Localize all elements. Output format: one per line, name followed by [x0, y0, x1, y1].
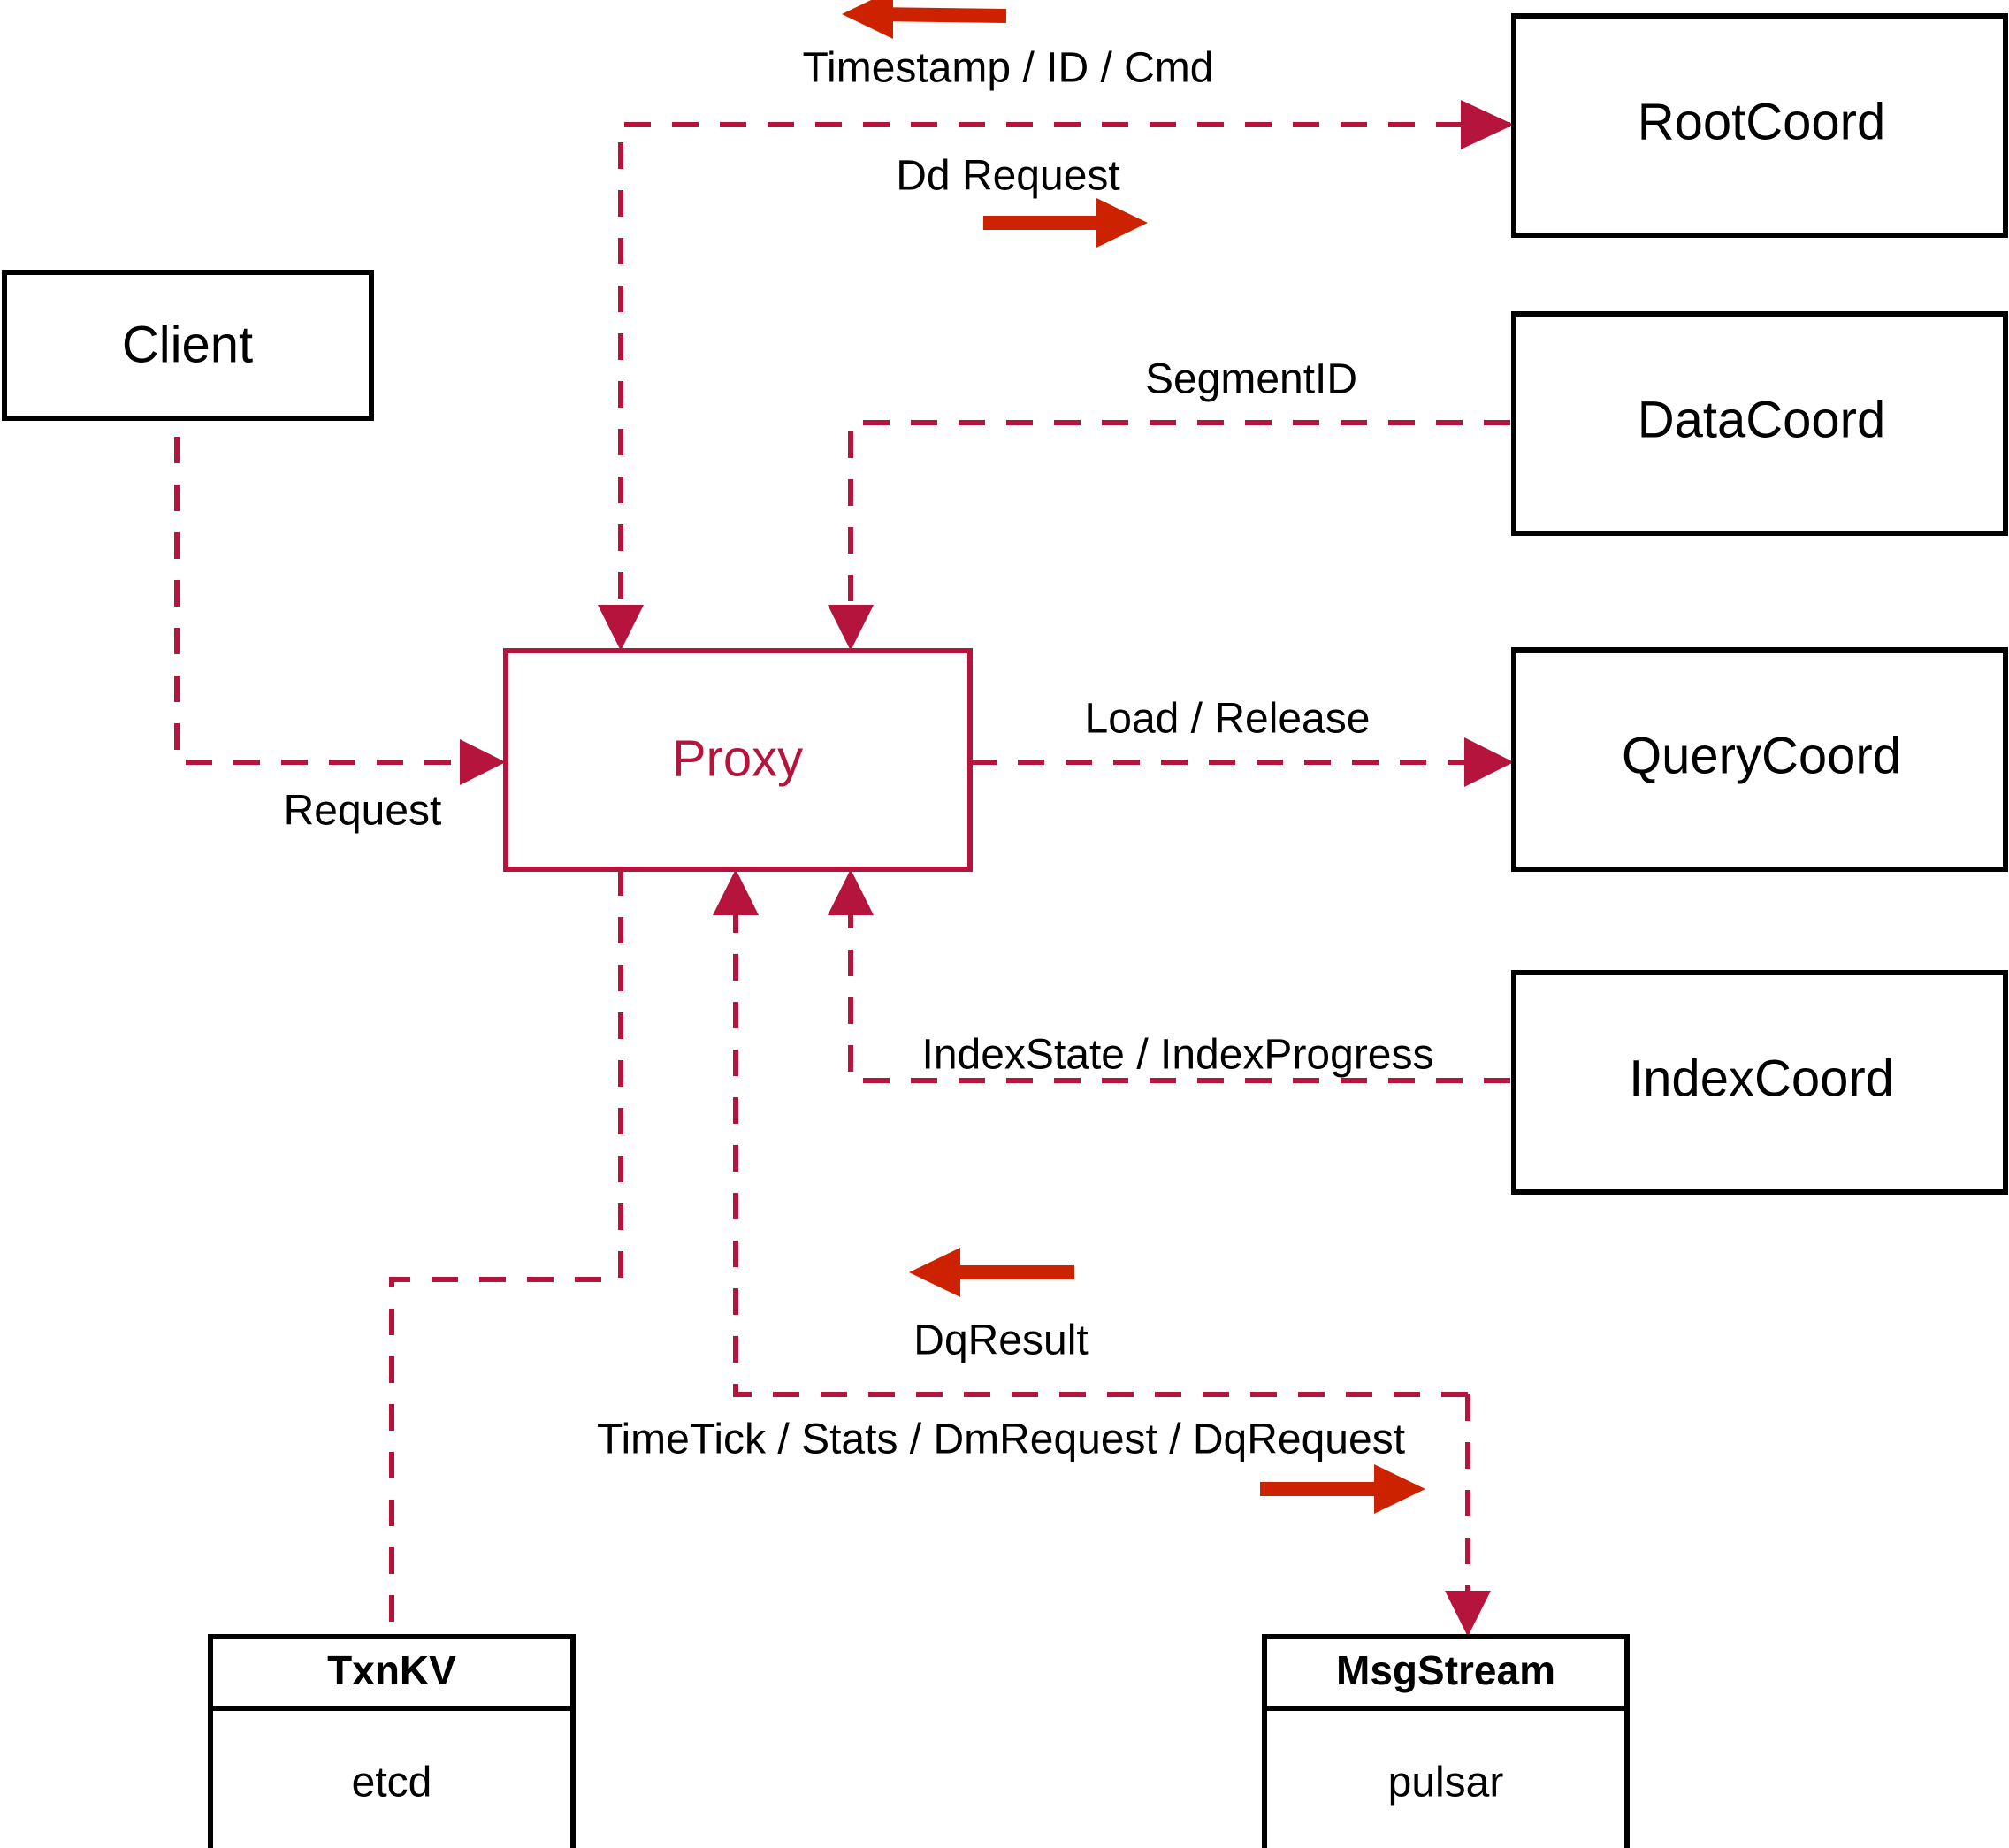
data-coord-label: DataCoord	[1638, 391, 1885, 448]
client-label: Client	[122, 316, 253, 373]
edge-index-state-path	[828, 869, 1510, 1083]
edge-label-dq-result: DqResult	[913, 1317, 1088, 1364]
node-root-coord[interactable]: RootCoord	[1511, 13, 2008, 238]
edge-label-timetick-stats-dmrequest-dqrequest: TimeTick / Stats / DmRequest / DqRequest	[597, 1417, 1405, 1463]
arrowhead-into-proxy-top-left	[598, 605, 644, 651]
txnkv-impl: etcd	[352, 1760, 432, 1806]
msgstream-box[interactable]	[1262, 1634, 1630, 1848]
edge-proxy-txnkv-path	[389, 869, 623, 1637]
index-coord-box[interactable]	[1511, 970, 2008, 1195]
index-coord-label: IndexCoord	[1629, 1050, 1894, 1107]
edge-timetick-path	[1445, 1394, 1491, 1637]
proxy-box[interactable]	[503, 648, 973, 872]
edge-request-path	[174, 389, 506, 785]
node-client[interactable]: Client	[2, 270, 374, 421]
edge-segment-id-path	[828, 420, 1510, 651]
query-coord-label: QueryCoord	[1622, 727, 1901, 784]
query-coord-box[interactable]	[1511, 647, 2008, 872]
arrowhead-into-rootcoord	[1461, 100, 1514, 149]
edge-label-request: Request	[284, 788, 442, 835]
edge-label-load-release: Load / Release	[1085, 696, 1371, 743]
txnkv-box[interactable]	[208, 1634, 576, 1848]
node-index-coord[interactable]: IndexCoord	[1511, 970, 2008, 1195]
node-txnkv[interactable]: TxnKV etcd	[208, 1634, 576, 1848]
edge-timestamp-id-cmd-path	[598, 100, 1514, 651]
node-query-coord[interactable]: QueryCoord	[1511, 647, 2008, 872]
client-box[interactable]	[2, 270, 374, 421]
edge-label-segment-id: SegmentID	[1145, 356, 1357, 403]
edge-dq-result-path	[713, 869, 1468, 1397]
direction-arrow-timestamp-left	[842, 0, 1007, 39]
txnkv-title: TxnKV	[327, 1647, 456, 1693]
edge-label-timestamp-id-cmd: Timestamp / ID / Cmd	[803, 45, 1214, 92]
direction-arrow-dd-request-right	[983, 198, 1148, 248]
direction-arrow-dqresult-left	[909, 1248, 1074, 1297]
node-proxy[interactable]: Proxy	[503, 648, 973, 872]
node-data-coord[interactable]: DataCoord	[1511, 311, 2008, 536]
direction-arrow-timetick-right	[1260, 1464, 1425, 1514]
arrowhead-into-querycoord	[1464, 737, 1514, 787]
root-coord-label: RootCoord	[1638, 93, 1885, 150]
arrowhead-into-proxy-bottom-right	[828, 869, 874, 915]
edge-label-dd-request: Dd Request	[896, 153, 1119, 200]
arrowhead-into-proxy-left	[460, 739, 506, 785]
node-msgstream[interactable]: MsgStream pulsar	[1262, 1634, 1630, 1848]
arrowhead-into-proxy-top-right	[828, 605, 874, 651]
data-coord-box[interactable]	[1511, 311, 2008, 536]
root-coord-box[interactable]	[1511, 13, 2008, 238]
edge-label-index-state-progress: IndexState / IndexProgress	[922, 1032, 1434, 1079]
proxy-label: Proxy	[672, 729, 803, 787]
edge-load-release-path	[970, 737, 1514, 787]
arrowhead-into-proxy-bottom-mid	[713, 869, 759, 915]
msgstream-title: MsgStream	[1336, 1647, 1555, 1693]
msgstream-impl: pulsar	[1388, 1760, 1504, 1806]
arrowhead-into-msgstream	[1445, 1591, 1491, 1637]
